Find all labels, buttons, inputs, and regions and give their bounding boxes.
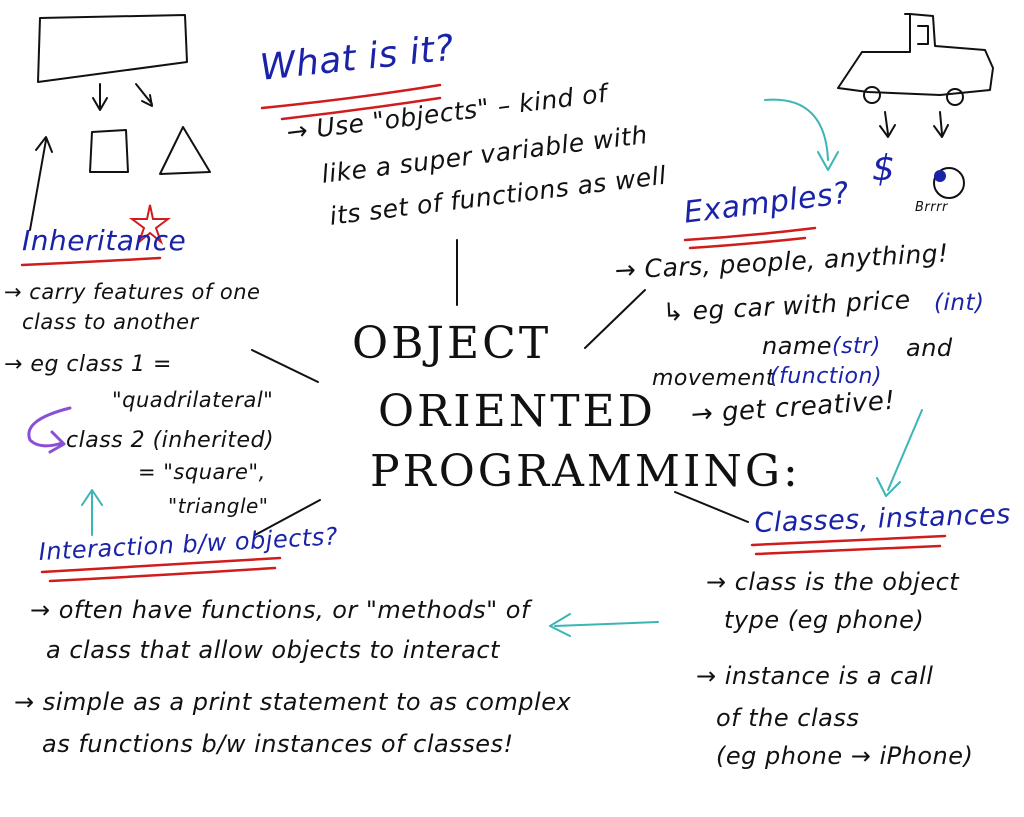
inheritance-heading: Inheritance: [22, 224, 187, 257]
underline-inheritance: [20, 256, 162, 267]
classes-line-5: (eg phone → iPhone): [716, 742, 974, 770]
underline-interaction-1: [40, 556, 282, 574]
car-arrow-right: [933, 111, 949, 138]
examples-line-2b: (int): [934, 290, 985, 316]
interaction-line-4: as functions b/w instances of classes!: [42, 730, 514, 758]
underline-classes-1: [750, 534, 947, 547]
classes-line-1: → class is the object: [706, 568, 960, 596]
classes-line-3: → instance is a call: [696, 662, 934, 690]
steering-wheel-icon: [933, 167, 965, 199]
down-arrow-right: [135, 83, 153, 107]
down-arrow-left: [92, 83, 108, 111]
underline-examples-1: [683, 226, 817, 242]
examples-line-3c: and: [906, 334, 953, 362]
center-title-line1: OBJECT: [352, 318, 552, 369]
inheritance-line-3: → eg class 1 =: [4, 352, 172, 377]
dollar-sign-icon: $: [872, 148, 896, 189]
interaction-line-1: → often have functions, or "methods" of: [30, 596, 530, 624]
inheritance-line-1: → carry features of one: [4, 280, 261, 304]
inheritance-line-5: class 2 (inherited): [66, 428, 275, 453]
teal-arrow-to-classes: [876, 409, 923, 497]
teal-arrow-to-inheritance: [81, 489, 103, 536]
connector-examples: [584, 289, 646, 349]
underline-examples-2: [688, 236, 807, 250]
inheritance-line-6: = "square",: [138, 460, 266, 484]
underline-classes-2: [754, 544, 942, 556]
purple-loop-arrow: [27, 406, 72, 454]
examples-line-4a: movement: [652, 366, 775, 391]
underline-what-2: [280, 96, 442, 121]
classes-line-4: of the class: [716, 704, 860, 732]
examples-line-4b: (function): [770, 364, 883, 389]
inheritance-line-2: class to another: [22, 310, 199, 334]
underline-what-1: [260, 83, 442, 110]
interaction-line-2: a class that allow objects to interact: [46, 636, 500, 664]
center-title-line3: PROGRAMMING:: [370, 446, 801, 497]
up-arrow-inheritance: [29, 136, 53, 231]
examples-line-3a: name: [762, 332, 833, 360]
triangle-shape: [159, 126, 211, 175]
car-arrow-left: [879, 111, 896, 138]
steering-label: Brrrr: [915, 200, 948, 215]
connector-interaction: [254, 499, 321, 536]
parent-class-box: [37, 14, 188, 83]
interaction-line-3: → simple as a print statement to as comp…: [14, 688, 572, 716]
examples-line-3b: (str): [832, 334, 881, 359]
connector-classes: [674, 491, 749, 523]
connector-inheritance: [251, 349, 319, 383]
star-icon: [129, 204, 171, 246]
teal-arrow-to-examples: [764, 98, 839, 171]
center-title-line2: ORIENTED: [378, 386, 656, 437]
classes-line-2: type (eg phone): [724, 606, 925, 634]
inheritance-line-4: "quadrilateral": [112, 388, 274, 412]
square-shape: [89, 129, 129, 173]
car-sketch: [837, 13, 994, 96]
inheritance-line-7: "triangle": [168, 494, 269, 518]
underline-interaction-2: [48, 566, 277, 583]
teal-arrow-to-interaction: [549, 613, 659, 637]
